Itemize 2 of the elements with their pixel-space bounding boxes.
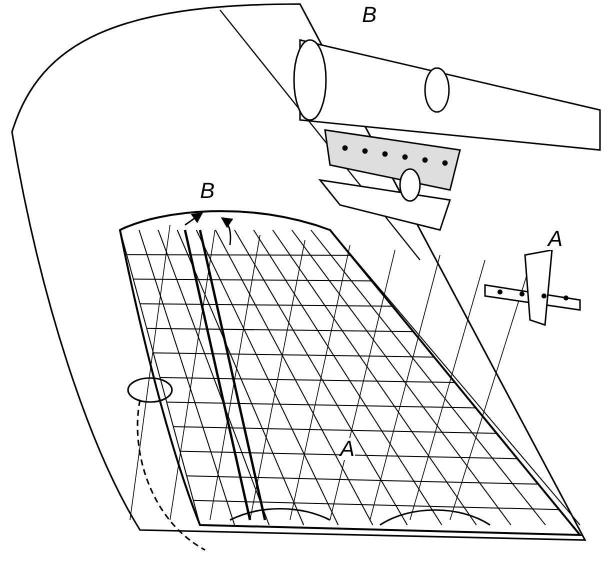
callout-letter: А [340, 438, 355, 460]
inset-title: А [548, 228, 563, 250]
